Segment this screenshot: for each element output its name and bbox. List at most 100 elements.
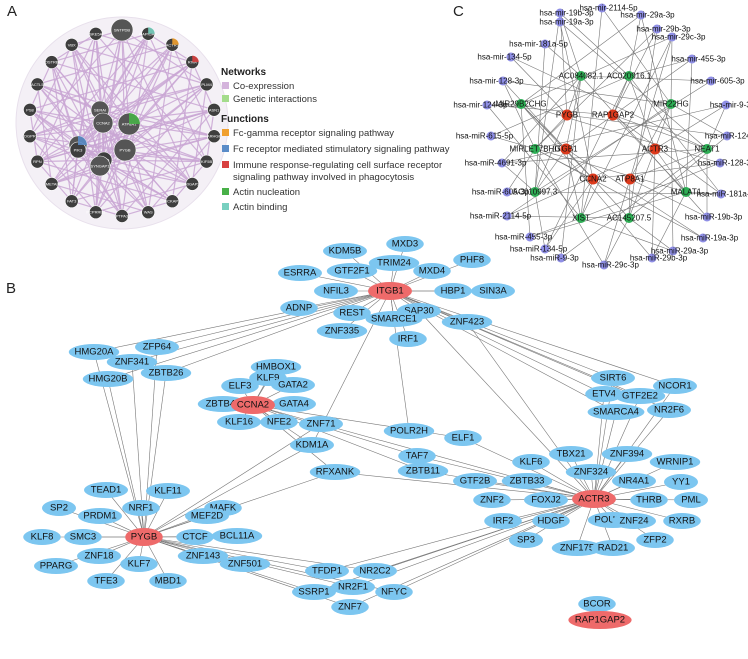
edge-a-plm4-vbx: [71, 44, 207, 85]
node-nfil3-label: NFIL3: [323, 286, 349, 297]
node-bcor-label: BCOR: [583, 599, 611, 610]
edge-ac020916-1-hsa-mir-29a-3p: [628, 14, 642, 77]
edge-a-riva-pik3: [77, 61, 193, 151]
node-hdgf: HDGF: [532, 513, 570, 529]
node-c-hsa-mir-128-3p-label: hsa-mir-128-3p: [469, 77, 524, 86]
edge-ccna2-hsa-mir-128-3p: [592, 162, 721, 180]
node-a-asn1-shape: [207, 102, 221, 117]
node-wrnip1-label: WRNIP1: [657, 457, 694, 468]
node-c-hsa-mir-605-3p-shape: [502, 187, 512, 197]
node-a-plm4: PLM4: [199, 77, 214, 92]
node-hbp1-shape: [434, 283, 472, 299]
node-mxd4: MXD4: [413, 263, 451, 279]
node-c-hsa-mir-124-3p-label: hsa-mir-124-3p: [453, 101, 508, 110]
edge-ac020916-1-rap1gap2: [612, 75, 630, 116]
edge-a-was-metai: [51, 183, 149, 213]
node-nr2f6: NR2F6: [647, 402, 691, 418]
node-gata4-label: GATA4: [279, 399, 309, 410]
node-c-hsa-mir-19b-3p-shape: [555, 8, 565, 18]
node-c-hsa-mir-134-5p-label: hsa-miR-134-5p: [510, 245, 568, 254]
node-a-rpn: RPN: [30, 154, 45, 169]
node-znf341: ZNF341: [106, 354, 158, 370]
node-nfe2: NFE2: [260, 414, 298, 430]
node-a-ptpa3-shape: [115, 209, 129, 223]
node-znf71: ZNF71: [299, 416, 343, 432]
node-znf2-label: ZNF2: [480, 495, 504, 506]
node-a-metai: METAI: [44, 177, 59, 191]
node-a-plm4-shape: [199, 77, 214, 92]
node-a-nckap1-label: NCKAP1: [164, 199, 181, 204]
node-phf8-shape: [453, 252, 491, 268]
node-klf6: KLF6: [512, 454, 550, 470]
node-esrra-label: ESRRA: [284, 268, 317, 279]
node-tfdp1-label: TFDP1: [312, 566, 342, 577]
node-zfp64-shape: [135, 339, 179, 355]
node-smc3-shape: [64, 529, 102, 545]
node-mbd1: MBD1: [149, 573, 187, 589]
node-c-hsa-mir-2114-5p: hsa-miR-2114-5p: [470, 211, 532, 221]
node-sp2-shape: [42, 500, 76, 516]
node-znf501-label: ZNF501: [228, 559, 262, 570]
node-foxj2-shape: [524, 492, 568, 508]
node-irf1-shape: [389, 331, 427, 347]
node-gtf2f1-shape: [326, 263, 378, 279]
node-a-rapigap-function-wedge: [148, 27, 155, 34]
node-c-hsa-mir-29b-3p-shape: [652, 24, 662, 34]
node-tbx21-shape: [549, 446, 593, 462]
node-c-hsa-mir-29c-3p-label: hsa-miR-29c-3p: [582, 261, 639, 270]
edge-ac020916-1-actr3: [628, 75, 656, 150]
node-znf324-label: ZNF324: [574, 467, 608, 478]
node-klf7-label: KLF7: [128, 559, 151, 570]
node-smarca4: SMARCA4: [587, 404, 645, 420]
legend-actin-nucleation-swatch: [222, 188, 229, 195]
node-c-hsa-mir-4691-3p-shape: [497, 158, 507, 168]
edge-xist-itgb1: [565, 148, 582, 219]
node-klf16: KLF16: [217, 414, 261, 430]
node-rap1gap2: RAP1GAP2: [568, 611, 632, 629]
node-c-hsa-mir-124-3p: hsa-mir-124-3p: [453, 100, 508, 110]
node-c-hsa-mir-19a-3p: hsa-mir-19a-3p: [539, 17, 594, 27]
node-mef2d: MEF2D: [185, 508, 229, 524]
node-zfp2-label: ZFP2: [643, 535, 666, 546]
node-a-ccna2-shape: [92, 112, 114, 134]
node-trim24-label: TRIM24: [377, 258, 411, 269]
edge-ac020916-1-hsa-mir-19b-3p: [559, 12, 630, 77]
node-c-hsa-mir-134-5p-shape: [506, 52, 516, 62]
node-smarce1: SMARCE1: [365, 311, 423, 327]
node-adnp: ADNP: [280, 300, 318, 316]
node-nr4a1: NR4A1: [612, 473, 656, 489]
node-klf11: KLF11: [146, 483, 190, 499]
node-hmg20a-label: HMG20A: [74, 347, 114, 358]
node-a-ccna2-label: CCNA2: [96, 121, 110, 126]
node-c-hsa-mir-29c-3p-label: hsa-mir-29c-3p: [652, 33, 706, 42]
node-hmg20a-shape: [68, 344, 120, 360]
node-c-hsa-mir-19b-3p-label: hsa-miR-19b-3p: [685, 213, 743, 222]
edge-rap1gap2-hsa-mir-181a-5p: [612, 114, 722, 195]
node-c-ac010997-3-label: AC010997.3: [513, 188, 558, 197]
node-c-xist-shape: [576, 213, 586, 223]
node-c-hsa-mir-2114-5p-label: hsa-mir-2114-5p: [579, 4, 638, 13]
node-polr2h: POLR2H: [383, 423, 435, 439]
node-a-vbx-shape: [64, 37, 79, 52]
node-c-neat1-label: NEAT1: [694, 145, 720, 154]
node-znf2: ZNF2: [473, 492, 511, 508]
edge-ac020916-1-hsa-mir-615-5p: [490, 75, 630, 137]
node-gtf2b: GTF2B: [453, 473, 497, 489]
node-c-rap1gap2-shape: [607, 109, 619, 121]
edge-itgb1-hsa-mir-4691-3p: [501, 148, 567, 164]
node-nfil3: NFIL3: [314, 283, 358, 299]
node-c-hsa-mir-2114-5p-shape: [502, 211, 512, 221]
node-nfyc-label: NFYC: [381, 587, 407, 598]
node-kdm5b-label: KDM5B: [329, 246, 362, 257]
node-prdm1-label: PRDM1: [83, 511, 116, 522]
node-c-hsa-mir-29a-3p: hsa-miR-29a-3p: [651, 246, 709, 256]
node-c-hsa-mir-29b-3p-shape: [647, 253, 657, 263]
panel-a-letter: A: [7, 3, 17, 20]
node-znf71-shape: [299, 416, 343, 432]
node-mef2d-shape: [185, 508, 229, 524]
node-c-hsa-mir-29c-3p-shape: [667, 32, 677, 42]
node-gtf2b-shape: [453, 473, 497, 489]
node-gtf2f1-label: GTF2F1: [334, 266, 369, 277]
node-rxrb-shape: [663, 513, 701, 529]
